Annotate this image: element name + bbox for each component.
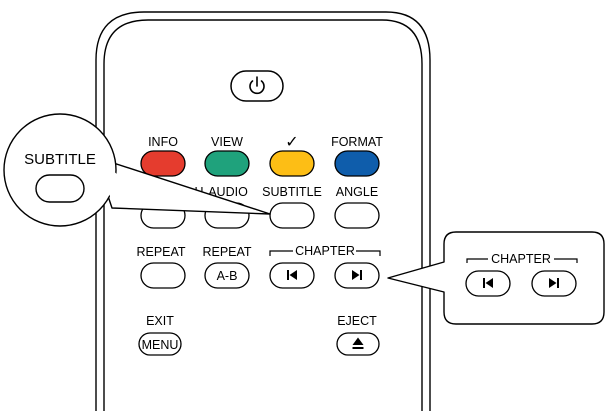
skip-next-icon: [549, 278, 559, 288]
skip-next-icon: [352, 270, 362, 280]
blue-button[interactable]: [334, 150, 380, 177]
info-label: INFO: [148, 135, 178, 149]
eject-label: EJECT: [337, 314, 377, 328]
subtitle-button[interactable]: [269, 202, 315, 229]
green-button[interactable]: [204, 150, 250, 177]
subtitle-callout-button: [35, 174, 85, 203]
chapter-callout: CHAPTER: [387, 231, 605, 325]
chapter-bracket: [269, 250, 381, 256]
skip-previous-icon: [483, 278, 493, 288]
remote-body: [95, 11, 431, 411]
chapter-label: CHAPTER: [295, 244, 355, 258]
subtitle-callout-circle: [3, 113, 117, 227]
menu-button[interactable]: MENU: [138, 332, 182, 356]
chapter-callout-bracket: [466, 258, 578, 263]
angle-button[interactable]: [334, 202, 380, 229]
eject-icon: [352, 337, 364, 349]
chapter-callout-label: CHAPTER: [491, 252, 551, 266]
subtitle-callout-label: SUBTITLE: [24, 151, 96, 168]
power-button[interactable]: [230, 70, 284, 102]
format-label: FORMAT: [331, 135, 383, 149]
audio-label: AUDIO: [208, 185, 248, 199]
chapter-callout-prev: [465, 270, 511, 297]
view-label: VIEW: [211, 135, 243, 149]
yellow-button[interactable]: [269, 150, 315, 177]
repeat-ab-label: REPEAT: [202, 245, 251, 259]
ab-button-text: A-B: [217, 269, 238, 283]
chapter-prev-button[interactable]: [269, 262, 315, 289]
power-icon: [249, 76, 265, 95]
angle-label: ANGLE: [336, 185, 378, 199]
subtitle-label: SUBTITLE: [262, 185, 322, 199]
subtitle-callout: SUBTITLE: [3, 113, 271, 227]
exit-label: EXIT: [146, 314, 174, 328]
menu-button-text: MENU: [142, 338, 179, 352]
chapter-callout-next: [531, 270, 577, 297]
chapter-next-button[interactable]: [334, 262, 380, 289]
repeat-button[interactable]: [140, 262, 186, 289]
red-button[interactable]: [140, 150, 186, 177]
skip-previous-icon: [287, 270, 297, 280]
check-label: ✓: [285, 134, 298, 151]
repeat-ab-button[interactable]: A-B: [204, 262, 250, 289]
eject-button[interactable]: [336, 332, 380, 356]
repeat-label: REPEAT: [136, 245, 185, 259]
